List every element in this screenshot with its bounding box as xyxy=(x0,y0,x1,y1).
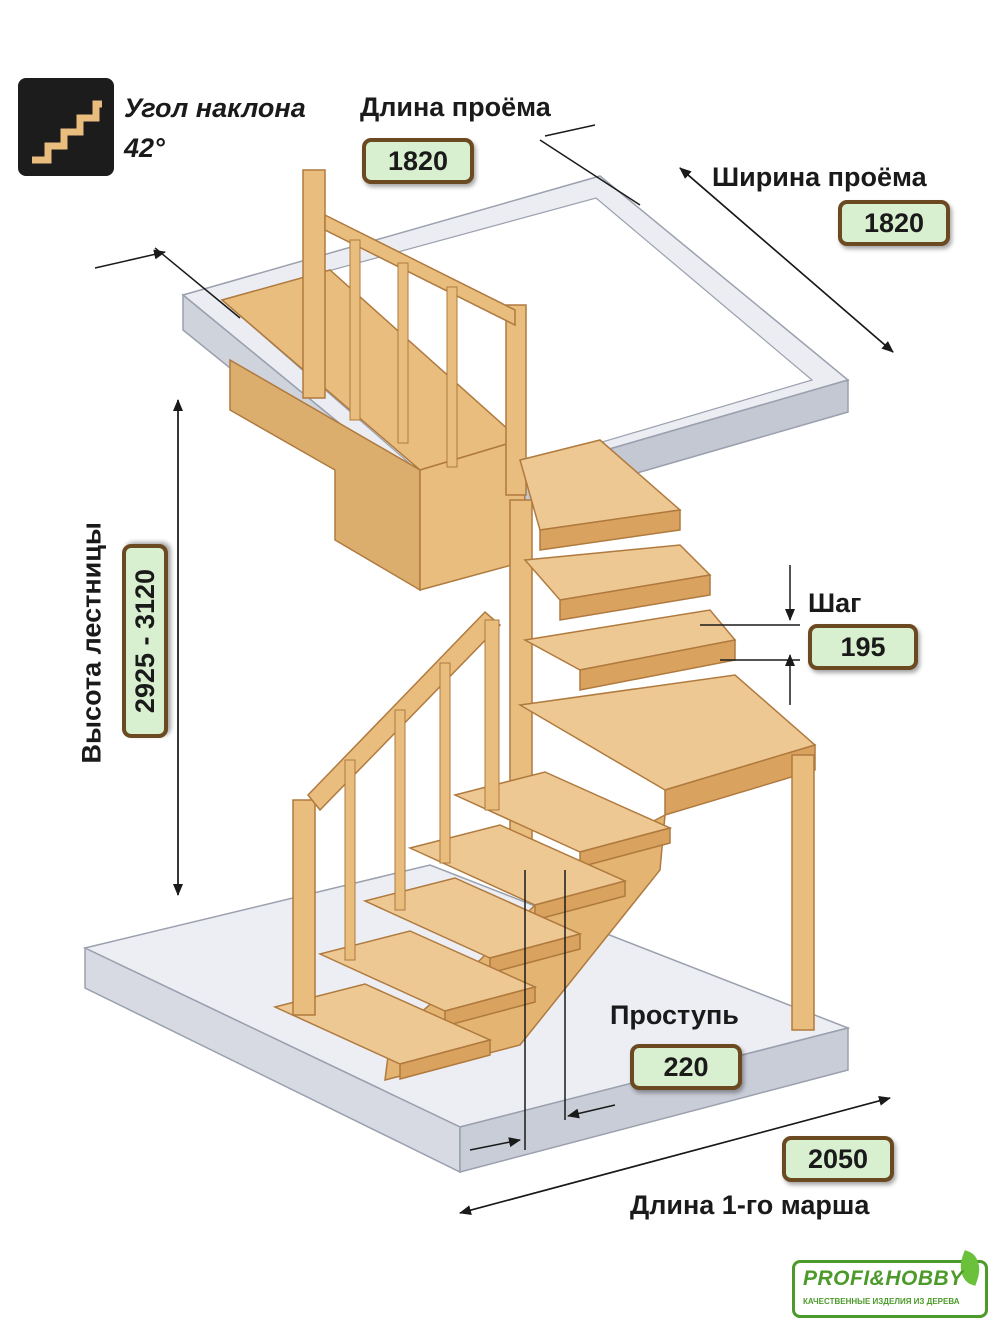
brand-name: PROFI&HOBBY xyxy=(803,1267,964,1290)
opening-width-value: 1820 xyxy=(838,200,950,246)
dimension-lines xyxy=(94,124,894,1215)
tread-value: 220 xyxy=(630,1044,742,1090)
step-rise-value: 195 xyxy=(808,624,918,670)
mid-landing xyxy=(517,674,817,1031)
step-rise-label: Шаг xyxy=(808,588,862,618)
stair-height-label: Высота лестницы xyxy=(76,522,107,764)
upper-landing xyxy=(220,269,531,592)
stair-height-value: 2925 - 3120 xyxy=(122,544,168,738)
brand-tagline: КАЧЕСТВЕННЫЕ ИЗДЕЛИЯ ИЗ ДЕРЕВА xyxy=(803,1297,960,1306)
angle-value: 42° xyxy=(124,133,165,163)
angle-caption: Угол наклона 42° xyxy=(124,88,306,168)
tread-label: Проступь xyxy=(610,1000,739,1030)
angle-label: Угол наклона xyxy=(124,93,306,123)
upper-railing xyxy=(302,169,527,496)
opening-length-label: Длина проёма xyxy=(360,92,551,122)
lower-flight-treads xyxy=(272,771,673,1080)
lower-railing xyxy=(292,610,502,1016)
winder-treads xyxy=(519,439,737,691)
opening-length-value: 1820 xyxy=(362,138,474,184)
stairs-angle-icon xyxy=(18,78,114,176)
brand-logo: PROFI&HOBBY КАЧЕСТВЕННЫЕ ИЗДЕЛИЯ ИЗ ДЕРЕ… xyxy=(792,1250,988,1318)
first-flight-length-label: Длина 1-го марша xyxy=(630,1190,870,1220)
opening-width-label: Ширина проёма xyxy=(712,162,927,192)
first-flight-length-value: 2050 xyxy=(782,1136,894,1182)
